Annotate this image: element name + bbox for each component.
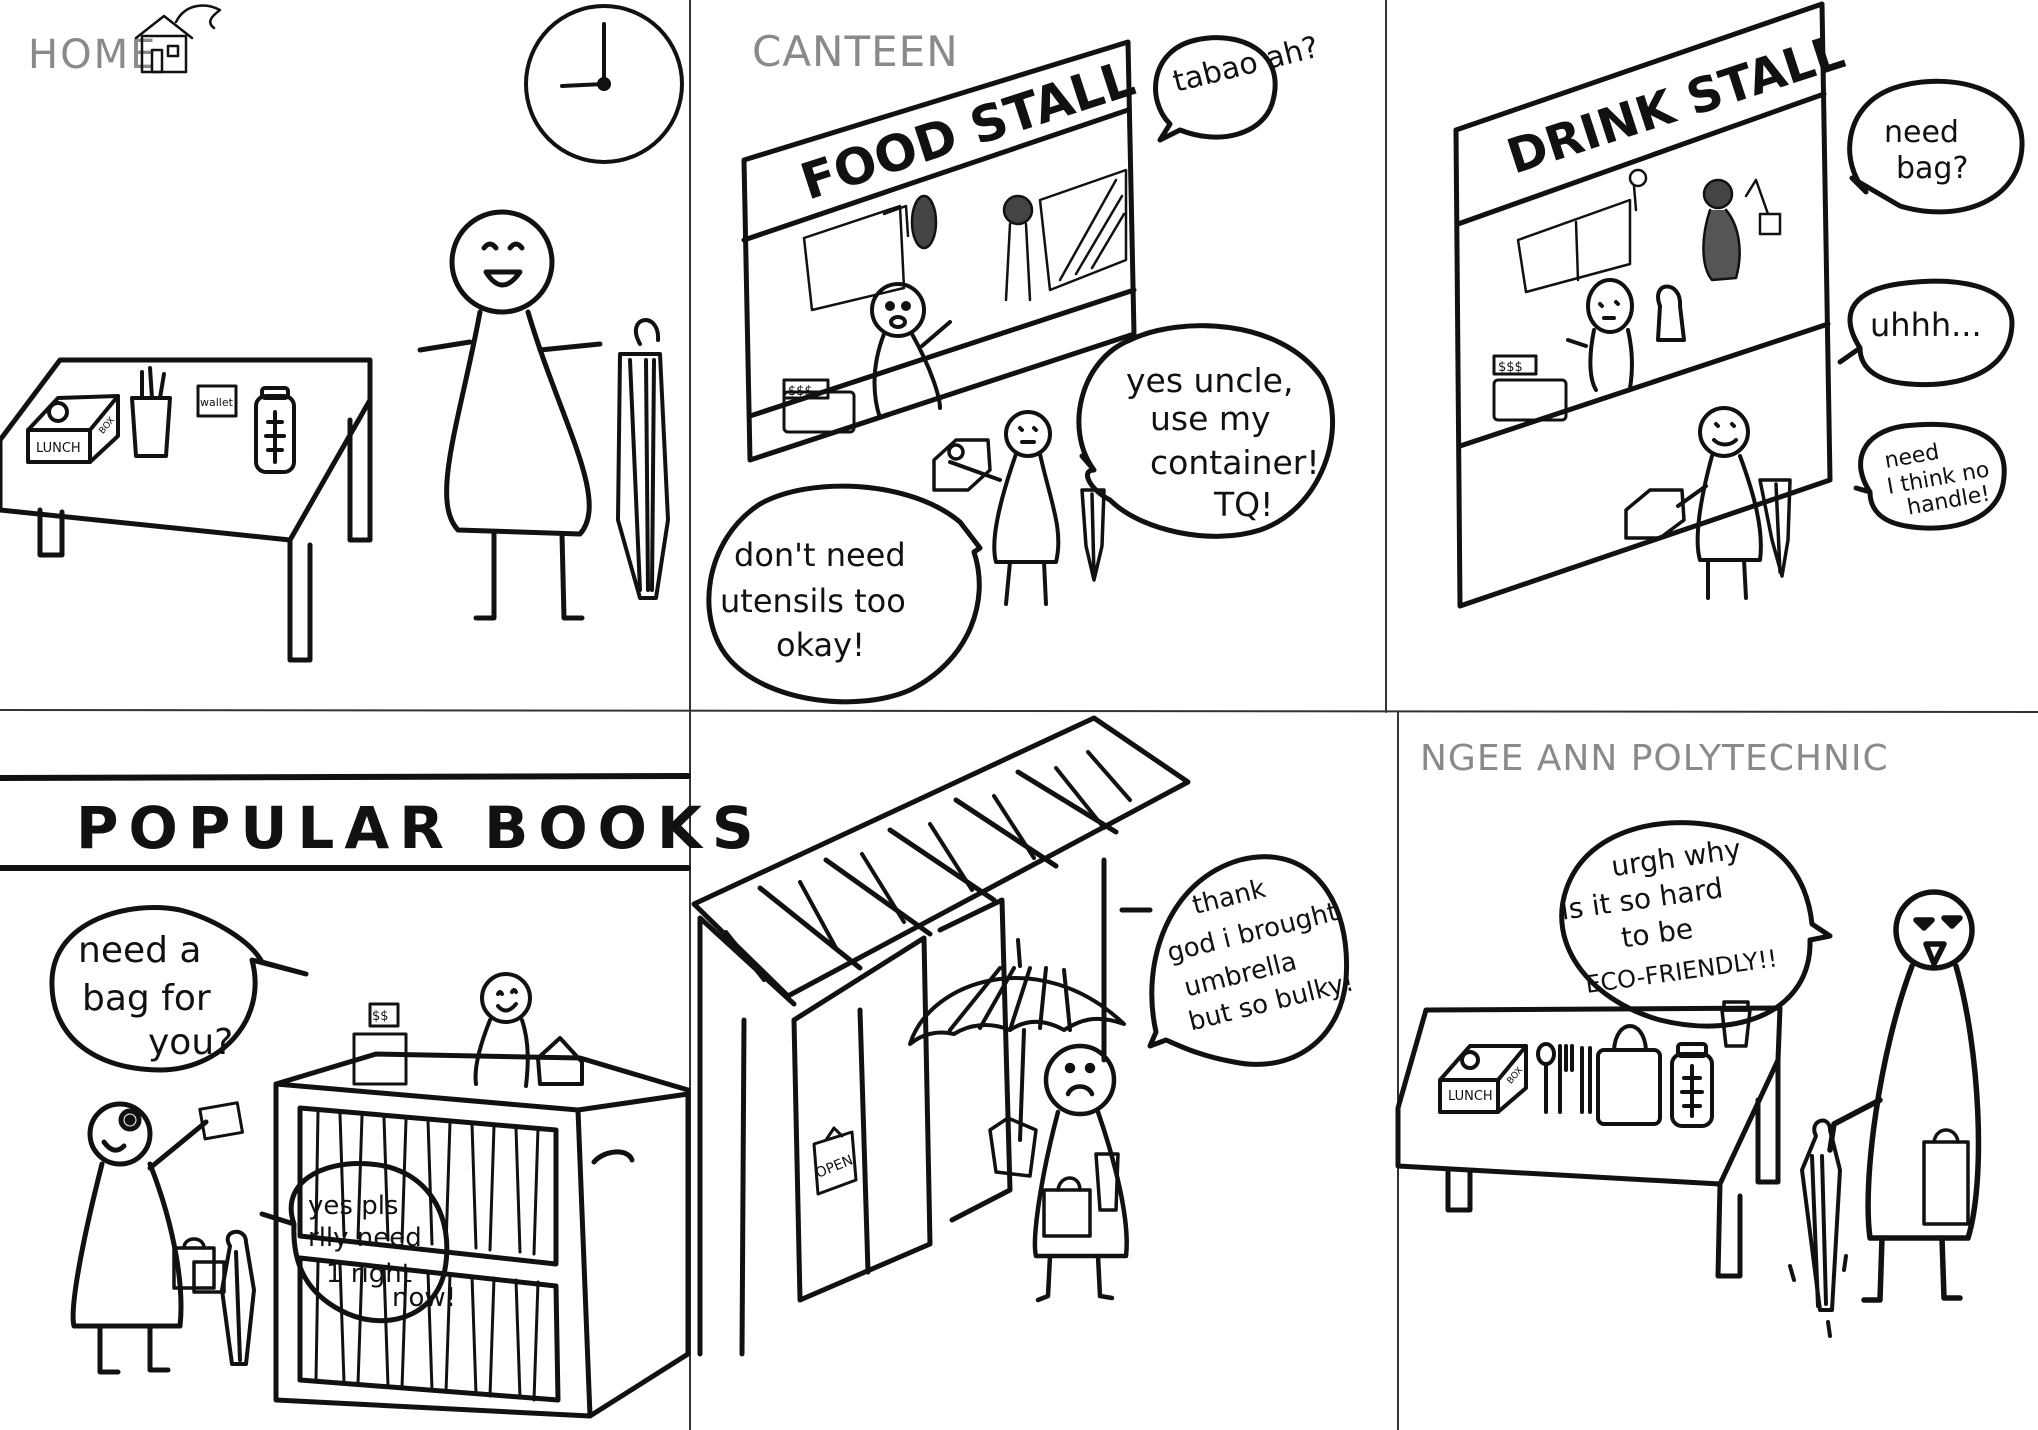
bubble-container-line4: TQ! [1213,485,1273,524]
bubble-utensils-text: don't need utensils too okay! [720,536,916,664]
bubble-rain [1119,854,1350,1067]
bubble-customer-line1: yes pls [308,1191,398,1221]
door-sign [812,1126,858,1196]
food-container [932,438,992,492]
panel-poly: NGEE ANN POLYTECHNIC LUNCH BOX [1395,738,1982,1338]
bubble-utensils [706,483,983,705]
register-books [352,1002,408,1086]
umbrella-books [220,1230,256,1366]
food-stall [741,39,1137,463]
wallet-label: wallet [200,396,234,409]
price-tag-books: $$ [372,1009,389,1024]
poly-label: NGEE ANN POLYTECHNIC [1420,738,1889,779]
bags-rain [988,1116,1120,1238]
umbrella-canteen [1080,488,1106,582]
bubble-customer-line3: 1 right [326,1259,412,1289]
bubble-customer-line4: now! [392,1283,456,1313]
person-home [417,209,603,621]
home-label: HOME [28,32,157,78]
bubble-utensils-line2: utensils too [720,582,906,620]
bubble-poly-line1: urgh why [1609,832,1743,883]
customer-canteen [948,410,1061,606]
panel-books: POPULAR BOOKS $$ [0,773,764,1419]
bubble-container-text: yes uncle, use my container! TQ! [1126,361,1330,524]
panel-drink: DRINK STALL $$$ [1453,1,2025,609]
house-icon [134,4,222,74]
awning-stripes [724,750,1132,982]
bubble-handle [1853,421,2007,531]
bubble-poly-line4: ECO-FRIENDLY!! [1584,944,1779,999]
umbrella-icon [616,318,670,600]
person-poly [1827,889,1982,1303]
utensil-cup [130,366,172,458]
bubble-handle-text: need I think no handle! [1881,430,2003,523]
bubble-container-line3: container! [1150,443,1320,482]
umbrella-poly [1788,1118,1848,1338]
utensils-poly [1536,1042,1592,1114]
price-tag: $$$ [788,384,813,399]
bubble-container-line1: yes uncle, [1126,361,1293,400]
panel-canteen: CANTEEN FOOD STALL [706,27,1336,705]
bag-poly [1922,1128,1970,1226]
bubble-uncle [1153,35,1278,143]
bubble-poly [1559,820,1833,1029]
bubble-poly-line3: to be [1619,912,1695,955]
umbrella-drink [1758,478,1792,578]
bubble-container-line2: use my [1150,399,1271,438]
canteen-label: CANTEEN [752,27,959,76]
lunch-box-label: LUNCH [36,441,81,456]
clock-icon [524,4,684,164]
bubble-bag-text: need bag? [1884,115,1969,186]
lunch-box-poly-label: LUNCH [1448,1089,1493,1104]
water-bottle [254,386,296,474]
shop-awning [691,715,1191,1357]
price-tag-drink: $$$ [1498,360,1523,375]
books-sign-band [0,773,691,871]
cash-register-drink [1492,354,1568,422]
bubble-cashier-line1: need a [78,930,201,971]
bubble-rain-text: thank god i brought umbrella but so bulk… [1155,856,1367,1038]
water-bottle-poly [1670,1042,1714,1128]
cashier-books [473,972,584,1088]
bubble-uhhh-text: uhhh... [1870,306,1982,344]
lunch-box [26,394,120,464]
bubble-uhhh [1837,278,2015,388]
bubble-utensils-line3: okay! [776,626,865,664]
drink-stall [1453,1,1833,609]
bubble-customer-line2: rlly need [308,1223,422,1253]
bubble-customer-text: yes pls rlly need 1 right now! [308,1191,456,1313]
bubble-utensils-line1: don't need [734,536,906,574]
bubble-cashier-line3: you? [148,1022,233,1063]
bubble-bag [1847,78,2025,215]
card-icon [198,1101,244,1141]
uncle-food-stall [870,282,952,420]
drink-stall-sketch [1516,168,1782,294]
books-sign: POPULAR BOOKS [76,794,764,862]
stall-kitchen-sketch [802,168,1128,312]
bubble-cashier-text: need a bag for you? [78,930,233,1063]
person-rain [1032,1043,1129,1303]
poly-table [1395,1005,1783,1279]
container-drink [1624,488,1686,540]
customer-books [70,1101,209,1375]
bubble-cashier-line2: bag for [82,978,211,1019]
cup-poly [1720,1000,1752,1048]
panel-rain: OPEN thank god i brought [691,715,1367,1357]
wallet-icon [196,384,238,418]
bubble-bag-line1: need [1884,115,1959,150]
door-sign-text: OPEN [814,1152,856,1181]
bubble-cashier [49,905,309,1073]
customer-drink [1676,406,1763,600]
tote-bag-poly [1596,1024,1662,1126]
bubble-container [1076,323,1336,539]
home-table [0,357,373,663]
bubble-customer [259,1161,450,1324]
staff-drink-stall [1566,278,1686,392]
lunch-box-poly [1438,1044,1528,1114]
cash-register [782,378,856,434]
panel-home: HOME LUNCH BOX [0,4,684,663]
bubble-bag-line2: bag? [1896,151,1968,186]
